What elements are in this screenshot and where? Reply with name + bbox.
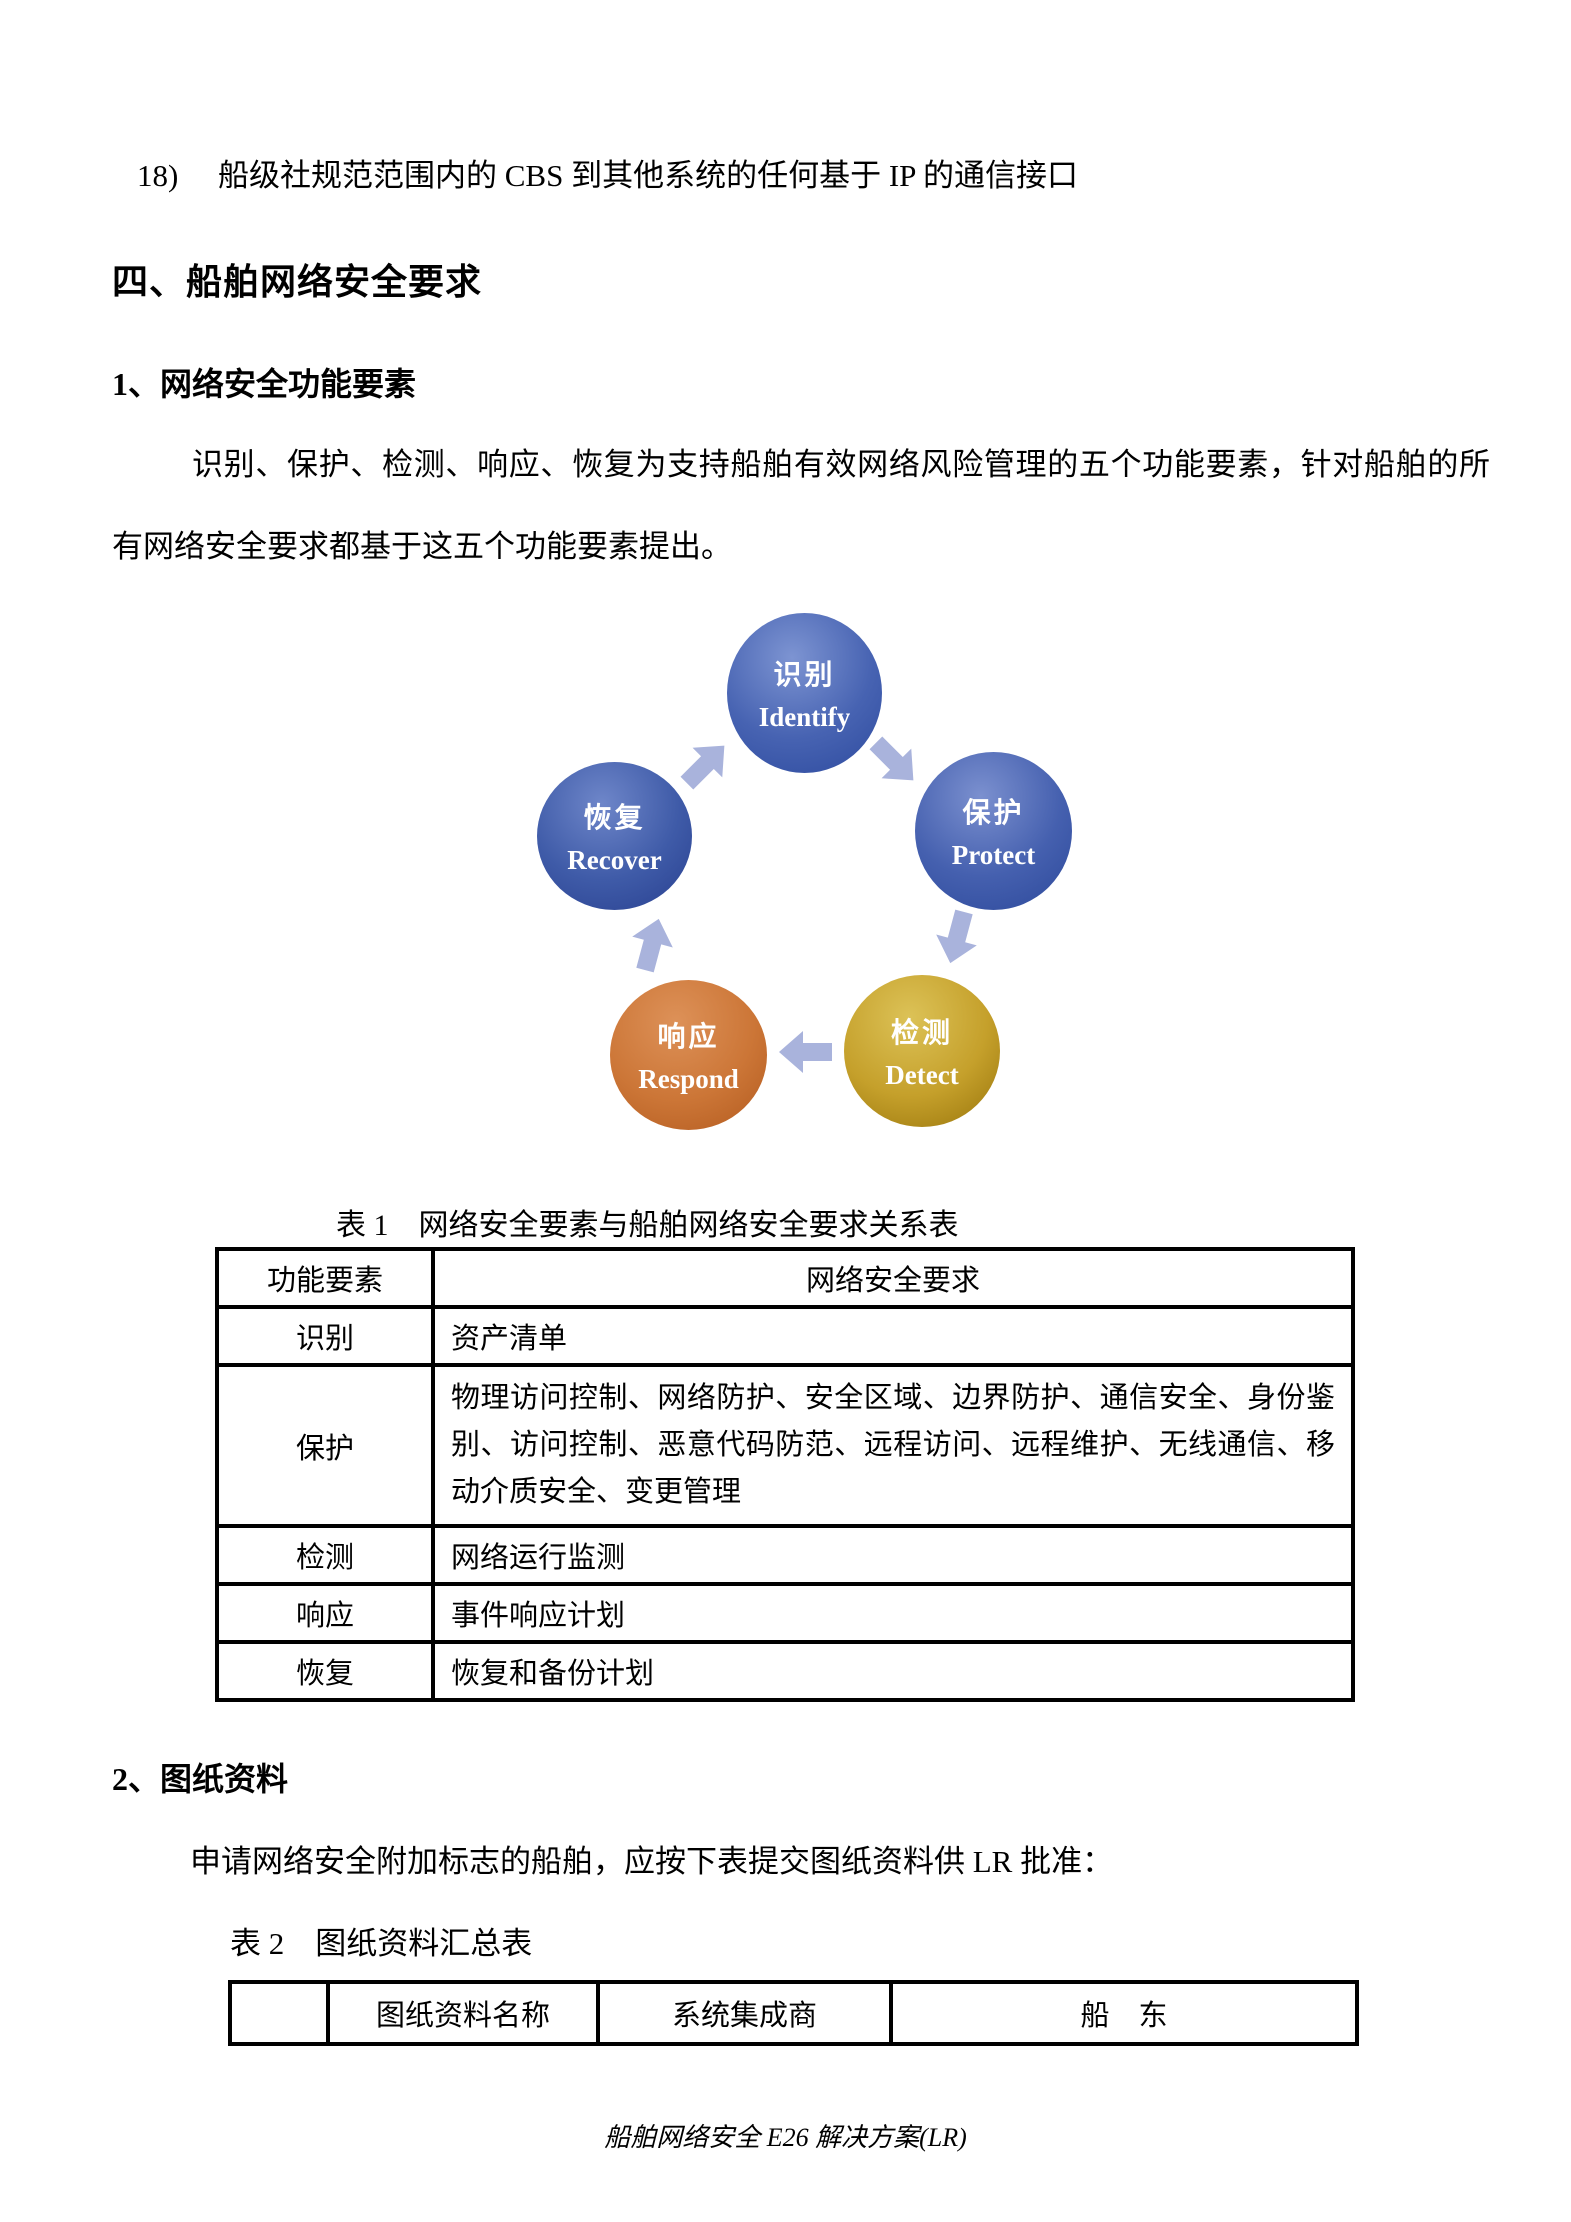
node-label-en: Identify [758, 702, 851, 732]
column-header-system-integrator: 系统集成商 [596, 1980, 893, 2046]
section-heading: 四、船舶网络安全要求 [112, 262, 483, 302]
arrow-respond-to-recover-icon [632, 918, 673, 973]
cell-element: 检测 [215, 1524, 435, 1586]
security-cycle-diagram: 识别 Identify 保护 Protect 检测 Detect 响应 Resp… [510, 595, 1110, 1145]
table2-caption: 表 2 图纸资料汇总表 [230, 1926, 533, 1961]
column-header-shipowner: 船 东 [889, 1980, 1359, 2046]
table-header-row: 功能要素 网络安全要求 [215, 1247, 1355, 1309]
node-label-en: Respond [638, 1064, 739, 1094]
list-item-marker: 18) [137, 158, 179, 193]
arrow-identify-to-protect-icon [869, 736, 914, 781]
table-row: 检测 网络运行监测 [215, 1524, 1355, 1586]
node-label-zh: 识别 [773, 660, 836, 691]
node-label-en: Detect [885, 1060, 959, 1090]
paragraph-drawing-submission: 申请网络安全附加标志的船舶，应按下表提交图纸资料供 LR 批准： [190, 1844, 1114, 1879]
table-row: 识别 资产清单 [215, 1305, 1355, 1367]
table2-drawings-summary: 图纸资料名称 系统集成商 船 东 [228, 1980, 1359, 2046]
arrow-recover-to-identify-icon [680, 745, 725, 790]
node-label-zh: 保护 [962, 798, 1025, 829]
column-header-requirement: 网络安全要求 [431, 1247, 1355, 1309]
cell-requirement: 恢复和备份计划 [431, 1640, 1355, 1702]
list-item-18: 18) 船级社规范范围内的 CBS 到其他系统的任何基于 IP 的通信接口 [137, 150, 1078, 195]
node-label-zh: 恢复 [583, 803, 646, 834]
table-row: 响应 事件响应计划 [215, 1582, 1355, 1644]
subsection-heading-1: 1、网络安全功能要素 [112, 366, 417, 402]
table1-security-elements: 功能要素 网络安全要求 识别 资产清单 保护 物理访问控制、网络防护、安全区域、… [215, 1247, 1355, 1702]
cell-element: 识别 [215, 1305, 435, 1367]
arrow-detect-to-respond-icon [779, 1031, 832, 1073]
column-header-index [228, 1980, 330, 2046]
paragraph-functional-elements: 识别、保护、检测、响应、恢复为支持船舶有效网络风险管理的五个功能要素，针对船舶的… [112, 447, 1490, 564]
table1-caption: 表 1 网络安全要素与船舶网络安全要求关系表 [336, 1209, 959, 1242]
diagram-node-detect: 检测 Detect [844, 975, 1000, 1127]
diagram-node-protect: 保护 Protect [915, 752, 1072, 910]
node-label-en: Protect [951, 840, 1036, 870]
table-row: 保护 物理访问控制、网络防护、安全区域、边界防护、通信安全、身份鉴别、访问控制、… [215, 1363, 1355, 1528]
node-label-zh: 响应 [657, 1022, 720, 1053]
subsection-heading-2: 2、图纸资料 [112, 1761, 289, 1797]
cell-requirement: 网络运行监测 [431, 1524, 1355, 1586]
list-item-text: 船级社规范范围内的 CBS 到其他系统的任何基于 IP 的通信接口 [218, 158, 1079, 193]
cell-requirement: 资产清单 [431, 1305, 1355, 1367]
column-header-drawing-name: 图纸资料名称 [326, 1980, 600, 2046]
table-header-row: 图纸资料名称 系统集成商 船 东 [228, 1980, 1359, 2046]
cell-element: 保护 [215, 1363, 435, 1528]
cell-requirement: 事件响应计划 [431, 1582, 1355, 1644]
diagram-node-identify: 识别 Identify [727, 613, 882, 773]
diagram-node-respond: 响应 Respond [610, 980, 767, 1130]
arrow-protect-to-detect-icon [936, 909, 977, 964]
cell-element: 响应 [215, 1582, 435, 1644]
diagram-node-recover: 恢复 Recover [537, 762, 692, 910]
node-label-en: Recover [567, 845, 662, 875]
page-footer: 船舶网络安全 E26 解决方案(LR) [604, 2123, 967, 2152]
node-label-zh: 检测 [890, 1018, 953, 1049]
cell-requirement: 物理访问控制、网络防护、安全区域、边界防护、通信安全、身份鉴别、访问控制、恶意代… [431, 1363, 1355, 1528]
cell-element: 恢复 [215, 1640, 435, 1702]
table-row: 恢复 恢复和备份计划 [215, 1640, 1355, 1702]
column-header-element: 功能要素 [215, 1247, 435, 1309]
